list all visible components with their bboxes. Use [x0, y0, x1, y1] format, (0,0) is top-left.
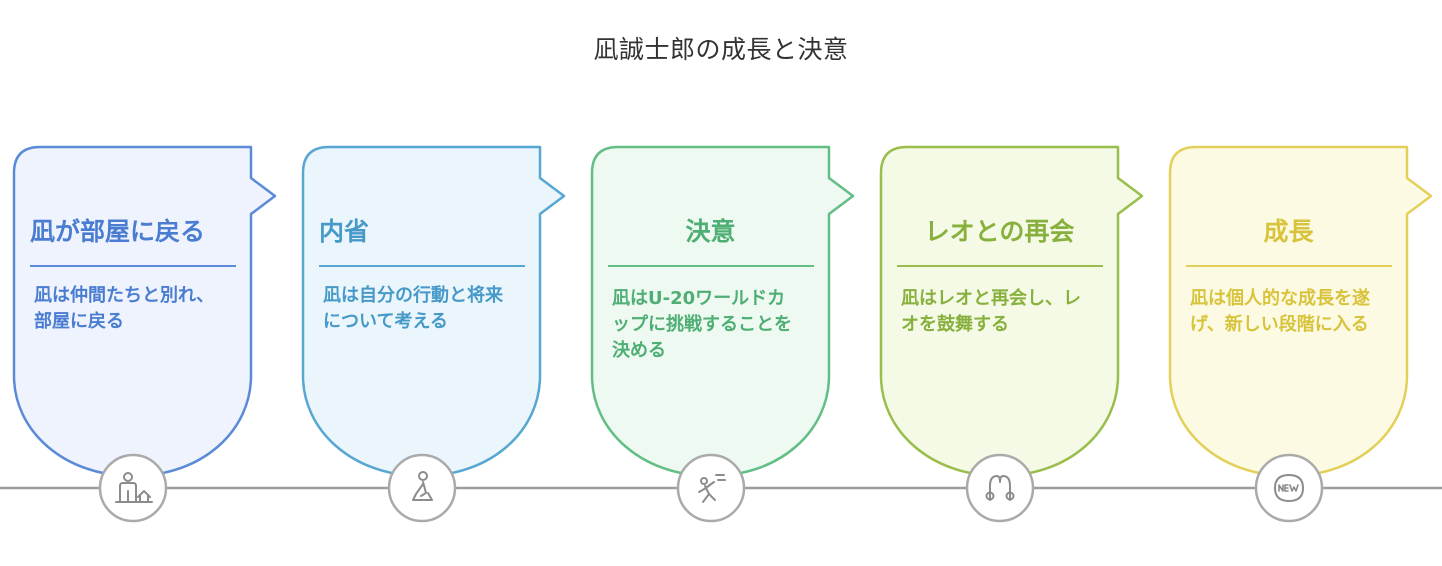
step-divider — [608, 265, 814, 267]
timeline-node-2 — [387, 453, 457, 523]
step-divider — [319, 265, 525, 267]
new-badge-icon — [1274, 474, 1304, 502]
reunion-icon — [985, 475, 1015, 501]
page-title: 凪誠士郎の成長と決意 — [593, 35, 849, 64]
meditation-icon — [412, 471, 433, 501]
timeline-node-4 — [965, 453, 1035, 523]
step-description: 凪はU-20ワールドカップに挑戦することを決める — [612, 288, 792, 361]
person-home-icon — [115, 472, 153, 503]
step-description: 凪は自分の行動と将来について考える — [323, 285, 503, 332]
step-title: 内省 — [319, 217, 370, 246]
step-description: 凪は個人的な成長を遂げ、新しい段階に入る — [1190, 288, 1370, 335]
step-title: レオとの再会 — [924, 217, 1075, 246]
timeline-node-5 — [1254, 453, 1324, 523]
step-description: 凪はレオと再会し、レオを鼓舞する — [901, 288, 1081, 335]
step-title: 決意 — [685, 217, 736, 246]
step-divider — [897, 265, 1103, 267]
timeline-node-1 — [98, 453, 168, 523]
step-title: 成長 — [1263, 217, 1314, 246]
callout-cards — [12, 145, 1433, 478]
step-divider — [30, 265, 236, 267]
step-title: 凪が部屋に戻る — [30, 217, 206, 246]
step-description: 凪は仲間たちと別れ、部屋に戻る — [34, 285, 215, 332]
timeline-node-3 — [676, 453, 746, 523]
kick-icon — [698, 474, 726, 503]
timeline-nodes — [98, 453, 1324, 523]
step-divider — [1186, 265, 1392, 267]
